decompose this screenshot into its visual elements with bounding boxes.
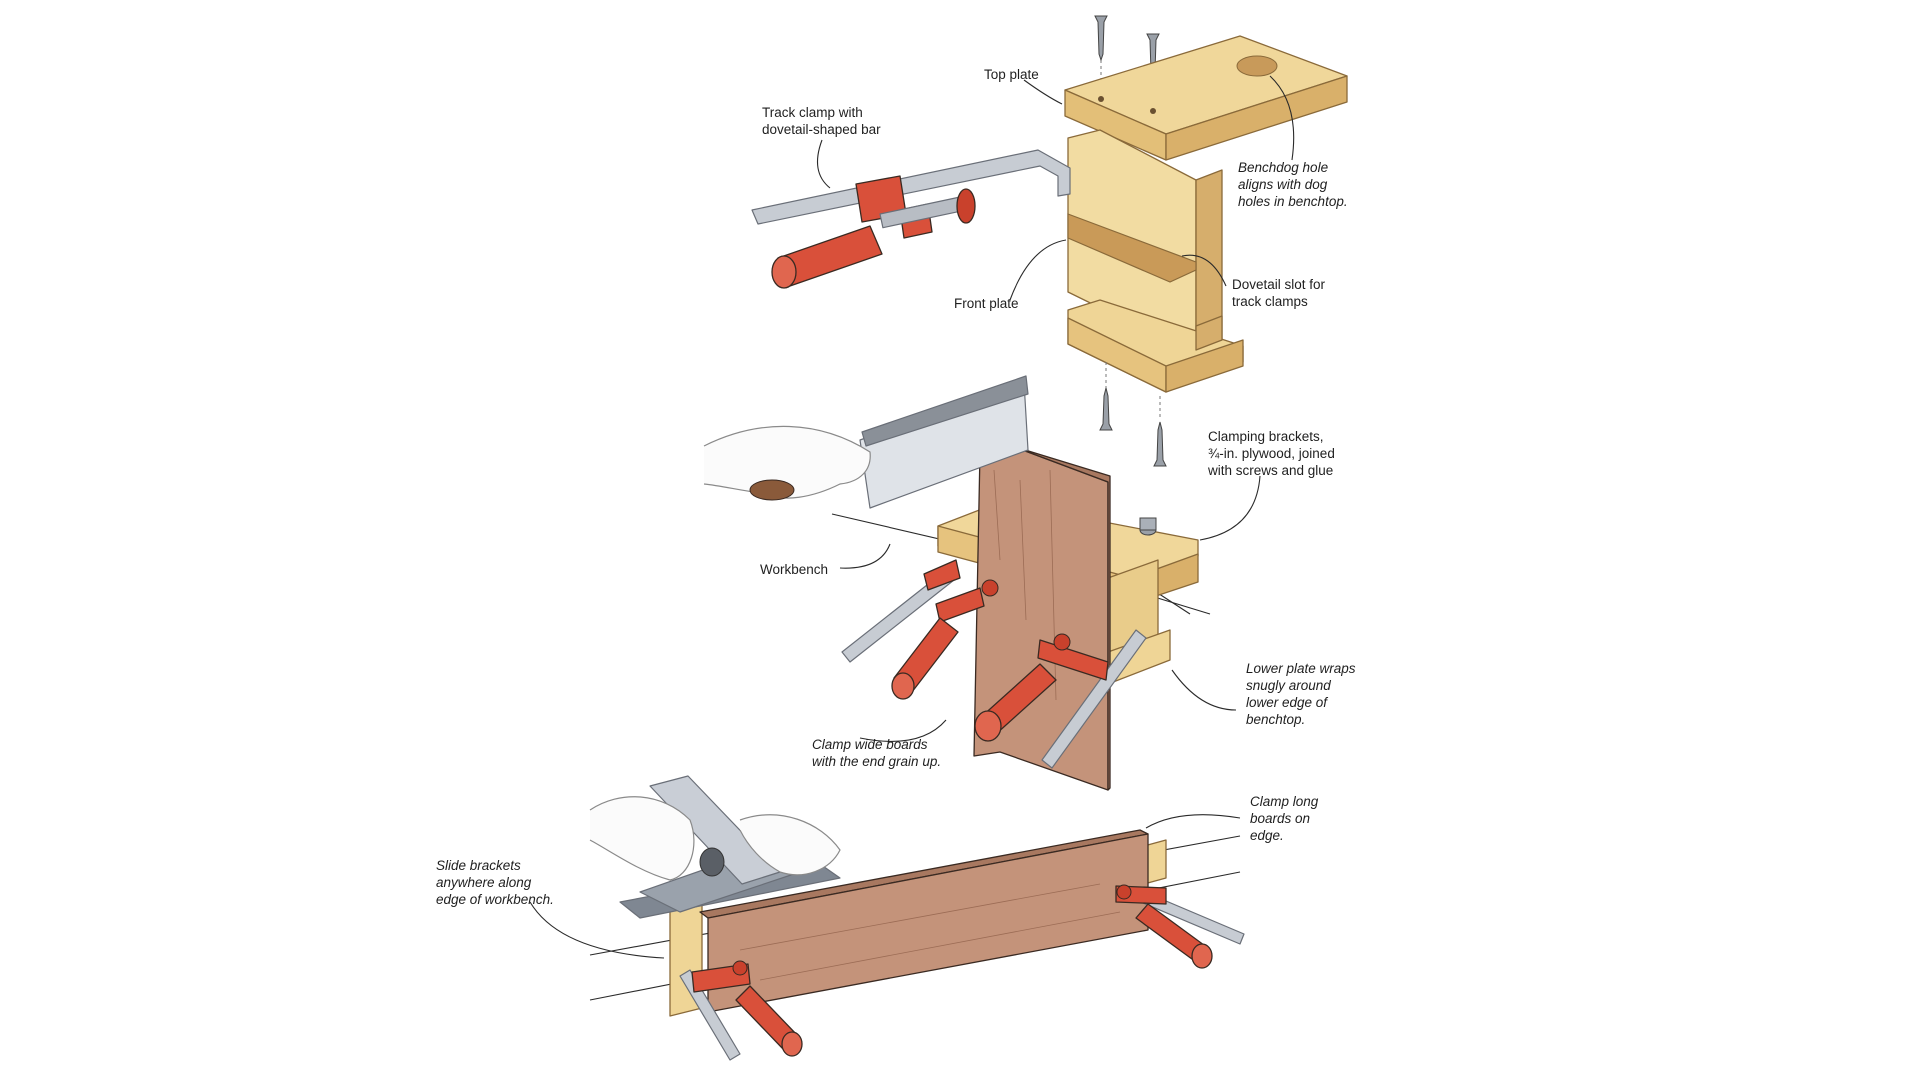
sawing-setup-view (703, 375, 1211, 791)
lower-plate (1067, 299, 1244, 393)
label-slide-brackets: Slide brackets anywhere along edge of wo… (436, 858, 554, 907)
saw-hand (703, 425, 871, 501)
front-plate (1067, 129, 1223, 356)
middle-clamp-left (841, 559, 999, 700)
screw-bottom-right (1153, 396, 1167, 467)
label-front-plate: Front plate (954, 296, 1019, 311)
labels: Top plate Track clamp with dovetail-shap… (436, 67, 1359, 907)
label-track-clamp: Track clamp with dovetail-shaped bar (762, 105, 881, 137)
track-clamp (751, 149, 1071, 289)
plane-hands (589, 796, 841, 881)
leader-lines (529, 75, 1295, 959)
label-top-plate: Top plate (984, 67, 1039, 82)
benchdog-hole (1236, 55, 1278, 77)
bottom-clamp-right (1115, 884, 1245, 969)
label-workbench: Workbench (760, 562, 828, 577)
hand-plane (619, 775, 841, 919)
middle-clamp-right (974, 629, 1147, 769)
bottom-clamp-left (679, 960, 803, 1061)
dovetail-slot (1067, 213, 1197, 283)
label-clamp-wide-boards: Clamp wide boards with the end grain up. (812, 737, 941, 769)
label-lower-plate: Lower plate wraps snugly around lower ed… (1246, 661, 1359, 727)
screw-bottom-left (1099, 362, 1113, 431)
label-clamp-long-boards: Clamp long boards on edge. (1250, 794, 1322, 843)
label-dovetail-slot: Dovetail slot for track clamps (1232, 277, 1329, 309)
label-benchdog-hole: Benchdog hole aligns with dog holes in b… (1238, 160, 1348, 209)
exploded-bracket-view (751, 15, 1348, 467)
long-board (699, 829, 1149, 1013)
dovetail-saw (859, 375, 1029, 509)
planing-setup-view (589, 775, 1245, 1061)
top-plate (1064, 35, 1348, 161)
label-clamping-brackets: Clamping brackets, ¾-in. plywood, joined… (1207, 429, 1339, 478)
